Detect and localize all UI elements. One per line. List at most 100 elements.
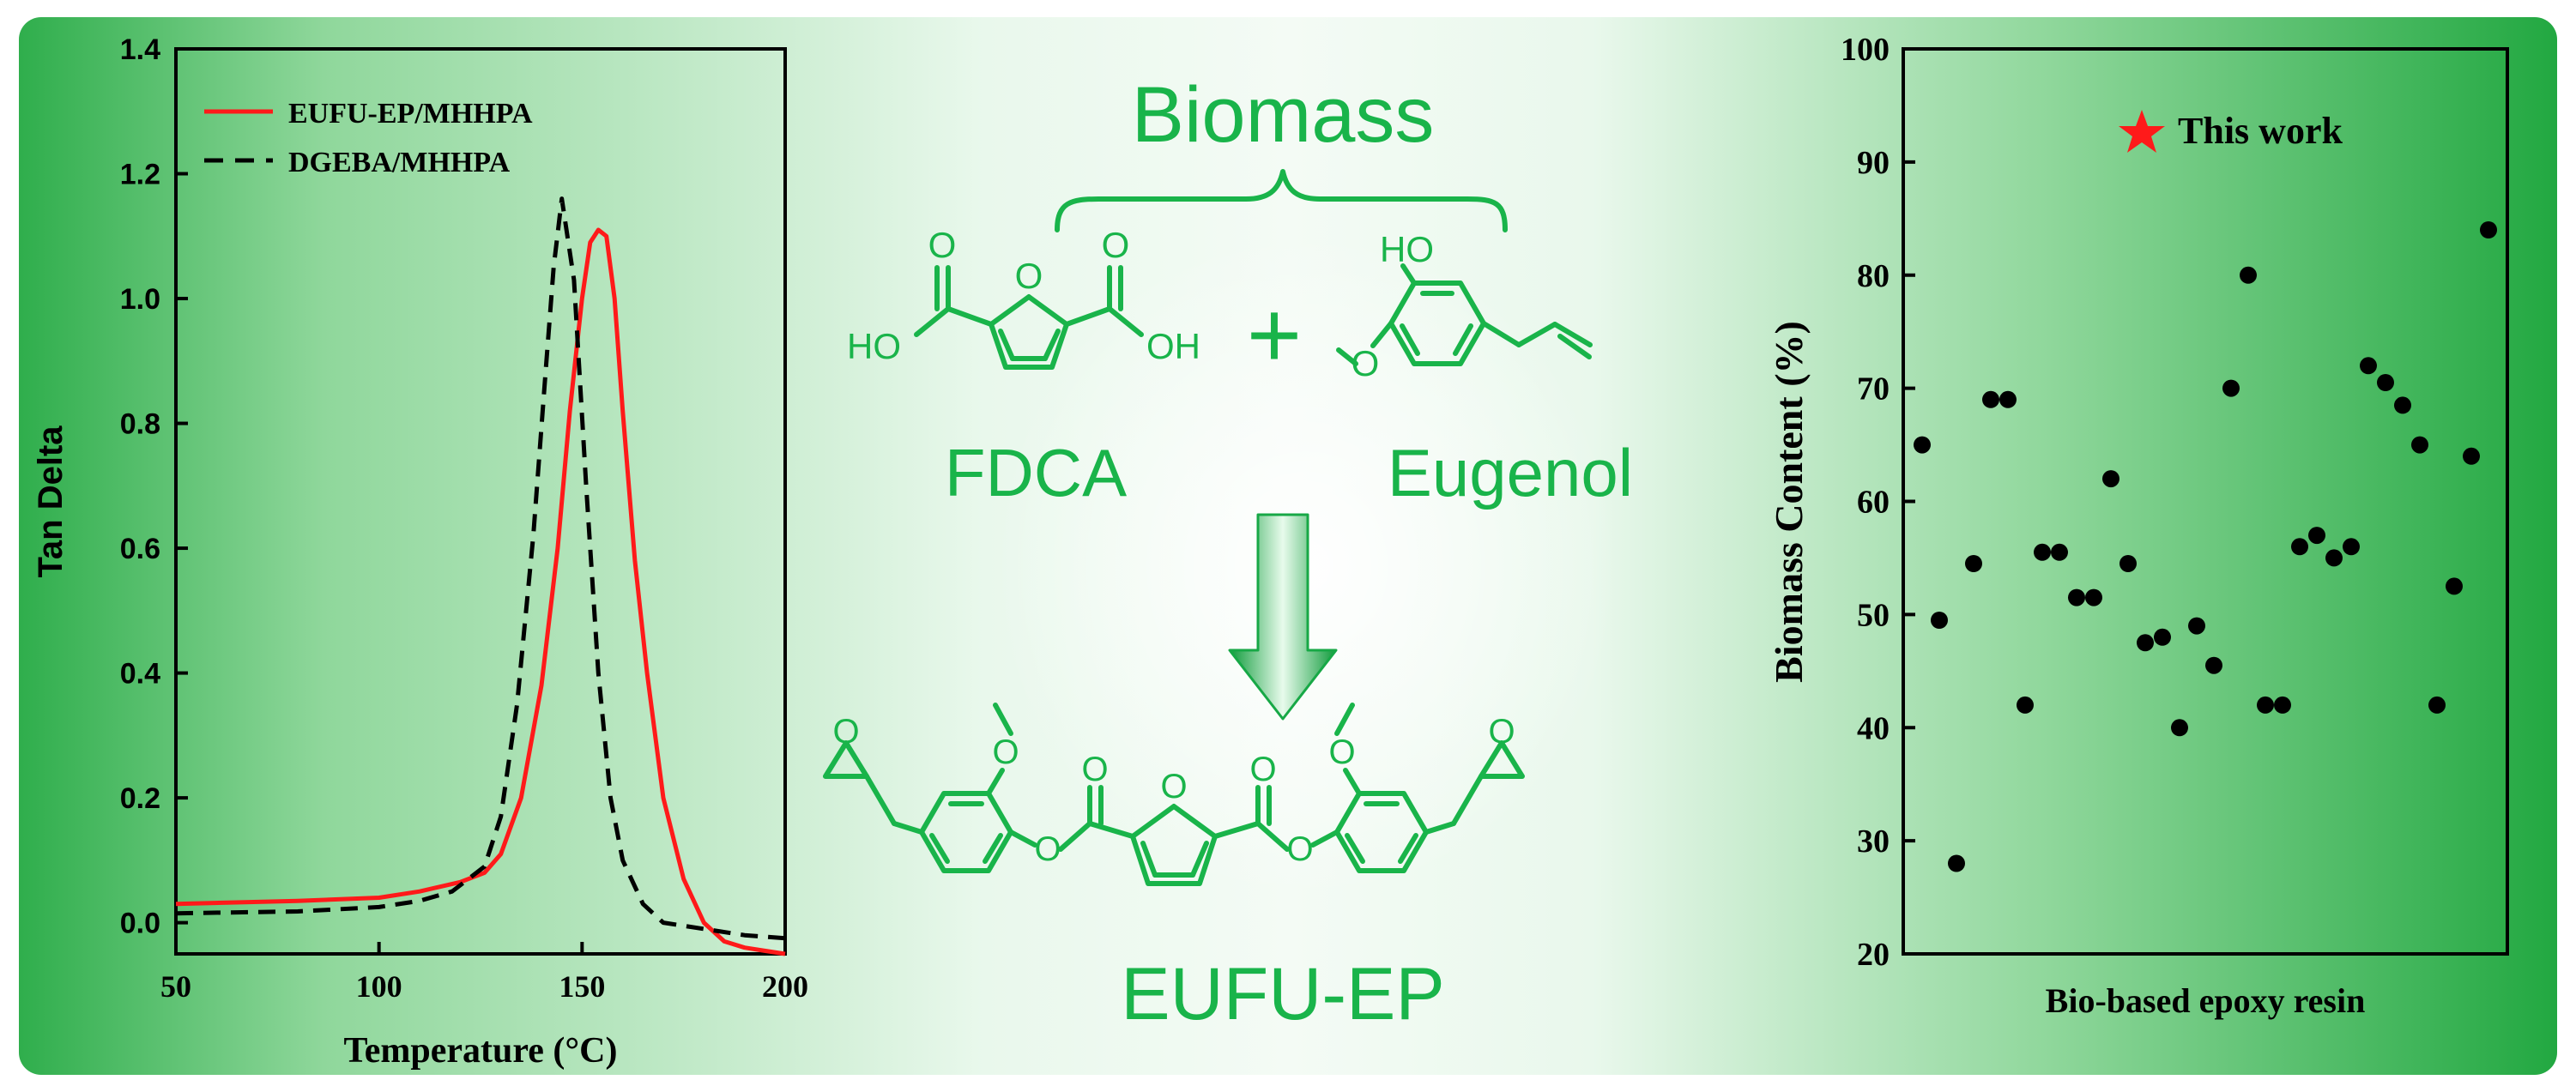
scatter-point: [2394, 396, 2411, 414]
fdca-structure: [914, 265, 1144, 370]
right-y-tick-label: 60: [1857, 485, 1890, 521]
scatter-point: [2188, 617, 2205, 635]
right-y-tick-label: 50: [1857, 597, 1890, 633]
left-x-tick-label: 50: [160, 969, 191, 1004]
series-line-dgeba: [175, 196, 786, 941]
left-y-tick-label: 0.4: [120, 658, 160, 691]
fdca-hydroxyl-left: HO: [847, 326, 901, 366]
scatter-point: [2360, 357, 2377, 375]
left-y-tick-label: 1.4: [120, 33, 160, 66]
left-y-tick-label: 1.0: [120, 283, 160, 316]
right-ester-oxygen: O: [1286, 830, 1313, 868]
scheme-title: Biomass: [1132, 71, 1435, 159]
furan-oxygen: O: [1160, 768, 1187, 805]
left-x-tick-label: 100: [356, 969, 402, 1004]
scatter-point: [1931, 612, 1948, 629]
eufu-ep-structure: [823, 703, 1525, 886]
fdca-carbonyl-o-left: O: [928, 225, 957, 265]
left-x-axis-label: Temperature (°C): [344, 1031, 618, 1071]
scatter-point: [2274, 696, 2291, 714]
left-carbonyl-oxygen: O: [1081, 751, 1108, 788]
right-y-tick-label: 30: [1857, 824, 1890, 860]
left-y-tick-label: 0.2: [120, 782, 160, 815]
scatter-point: [2171, 719, 2188, 737]
left-y-axis-label: Tan Delta: [32, 425, 70, 578]
scatter-point: [2463, 447, 2480, 465]
eugenol-label: Eugenol: [1388, 435, 1633, 510]
scatter-point: [1914, 436, 1931, 454]
left-y-tick-label: 1.2: [120, 159, 160, 191]
left-axis-ticks: 50 100 150 200 0.0 0.2 0.4 0.6 0.8 1.0 1.2 1.4: [120, 33, 808, 1004]
scatter-point: [2222, 379, 2240, 397]
legend-label-this-work: This work: [2178, 110, 2343, 152]
product-label: EUFU-EP: [1121, 953, 1444, 1035]
scatter-point: [2137, 634, 2154, 652]
scatter-point: [2017, 696, 2034, 714]
fdca-ring-oxygen: O: [1015, 256, 1043, 296]
left-series-group: [175, 196, 786, 956]
scatter-point: [1982, 390, 1999, 408]
right-y-tick-label: 40: [1857, 710, 1890, 746]
right-y-axis-label: Biomass Content (%): [1767, 321, 1811, 683]
left-ester-oxygen: O: [1034, 830, 1061, 868]
left-x-tick-label: 200: [762, 969, 808, 1004]
scatter-point: [2240, 266, 2257, 284]
scatter-point: [2154, 628, 2171, 646]
scatter-point: [2343, 538, 2360, 556]
right-carbonyl-oxygen: O: [1249, 751, 1276, 788]
right-plot-frame: [1902, 47, 2509, 956]
left-y-tick-label: 0.0: [120, 908, 160, 940]
scatter-point: [2119, 555, 2137, 572]
right-points-group: [1914, 221, 2497, 872]
right-y-tick-label: 70: [1857, 371, 1890, 407]
scatter-point: [2205, 656, 2222, 674]
legend-label-dgeba: DGEBA/MHHPA: [288, 147, 511, 178]
fdca-label: FDCA: [945, 435, 1127, 510]
left-y-tick-label: 0.8: [120, 408, 160, 441]
left-plot-frame: [174, 47, 787, 956]
right-y-tick-label: 100: [1841, 32, 1890, 68]
right-methoxy-oxygen: O: [1328, 733, 1355, 771]
scatter-point: [2325, 549, 2343, 567]
eugenol-structure: [1336, 263, 1593, 366]
scatter-point: [2411, 436, 2428, 454]
left-legend: EUFU-EP/MHHPA DGEBA/MHHPA: [204, 98, 533, 178]
scatter-point: [2428, 696, 2446, 714]
scatter-point: [2102, 470, 2119, 488]
scatter-point: [2034, 543, 2051, 561]
eugenol-methoxy-oxygen: O: [1351, 343, 1380, 383]
scatter-point: [1948, 854, 1965, 872]
right-y-tick-label: 90: [1857, 145, 1890, 181]
scatter-point: [2051, 543, 2068, 561]
left-y-tick-label: 0.6: [120, 533, 160, 565]
legend-label-eufu: EUFU-EP/MHHPA: [288, 98, 533, 130]
right-y-tick-label: 20: [1857, 937, 1890, 973]
scatter-point: [2446, 577, 2463, 595]
left-epoxide-oxygen: O: [832, 713, 859, 751]
plus-sign: +: [1247, 282, 1302, 388]
series-line-eufu-ep: [175, 227, 786, 956]
scatter-point: [2308, 527, 2325, 545]
scatter-point: [2291, 538, 2308, 556]
scatter-point: [2377, 374, 2394, 391]
fdca-carbonyl-o-right: O: [1102, 225, 1130, 265]
reaction-arrow: [1228, 513, 1338, 721]
scatter-point: [2068, 588, 2085, 606]
scatter-point: [2257, 696, 2274, 714]
left-x-tick-label: 150: [559, 969, 605, 1004]
synthesis-scheme: Biomass O O O HO OH: [823, 71, 1633, 1035]
scatter-point: [1965, 555, 1982, 572]
scatter-point: [2085, 588, 2102, 606]
left-methoxy-oxygen: O: [992, 733, 1019, 771]
scatter-point: [2480, 221, 2497, 238]
right-legend: This work: [2119, 110, 2343, 153]
right-x-axis-label: Bio-based epoxy resin: [2046, 981, 2366, 1020]
legend-star-this-work: [2119, 110, 2165, 153]
eugenol-hydroxyl: HO: [1380, 229, 1434, 269]
scatter-point: [1999, 390, 2017, 408]
tan-delta-chart: 50 100 150 200 0.0 0.2 0.4 0.6 0.8 1.0 1.2 1.4 Tan …: [32, 33, 808, 1071]
biomass-brace: [1055, 169, 1508, 232]
